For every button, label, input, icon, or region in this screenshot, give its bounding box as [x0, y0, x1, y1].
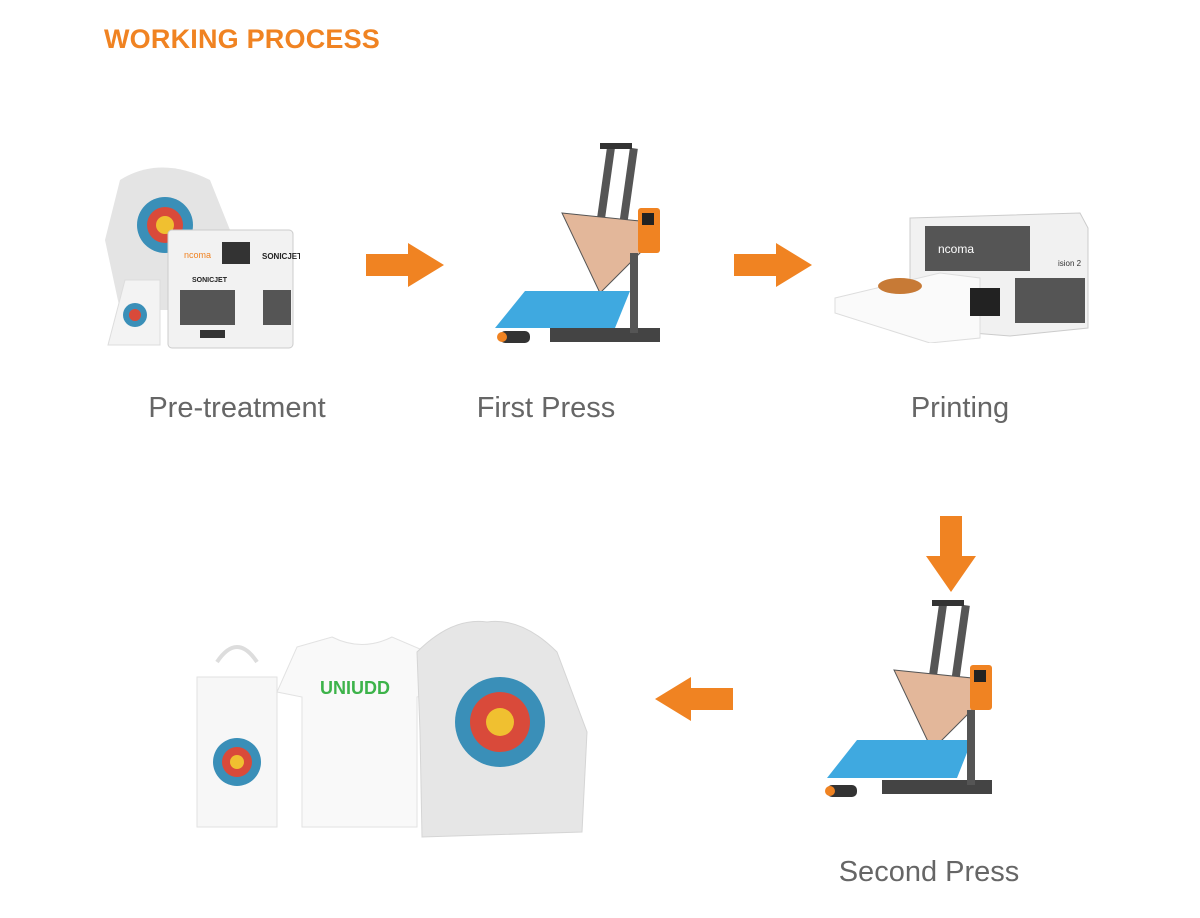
page-title: WORKING PROCESS [104, 24, 381, 54]
finished-products-image: UNIUDD [196, 620, 588, 838]
arrow-right-icon [734, 243, 812, 287]
dtg-printer-image: ncoma ision 2 [834, 212, 1089, 343]
pretreatment-machine-image: ncoma SONICJET SONICJET [105, 167, 300, 349]
heat-press-image [825, 600, 992, 797]
arrow-down-icon [926, 516, 976, 592]
step-label-second-press: Second Press [838, 856, 1020, 888]
svg-text:SONICJET: SONICJET [192, 277, 228, 284]
arrow-right-icon [366, 243, 444, 287]
arrow-left-icon [655, 677, 733, 721]
svg-text:UNIUDD: UNIUDD [320, 678, 390, 698]
step-label-first-press: First Press [476, 392, 616, 424]
heat-press-image [495, 143, 660, 343]
svg-text:SONICJET: SONICJET [262, 252, 300, 261]
step-label-pre-treatment: Pre-treatment [148, 392, 326, 424]
svg-text:ision 2: ision 2 [1058, 259, 1082, 268]
svg-text:ncoma: ncoma [938, 242, 974, 256]
step-label-printing: Printing [910, 392, 1010, 424]
svg-text:ncoma: ncoma [184, 250, 211, 260]
